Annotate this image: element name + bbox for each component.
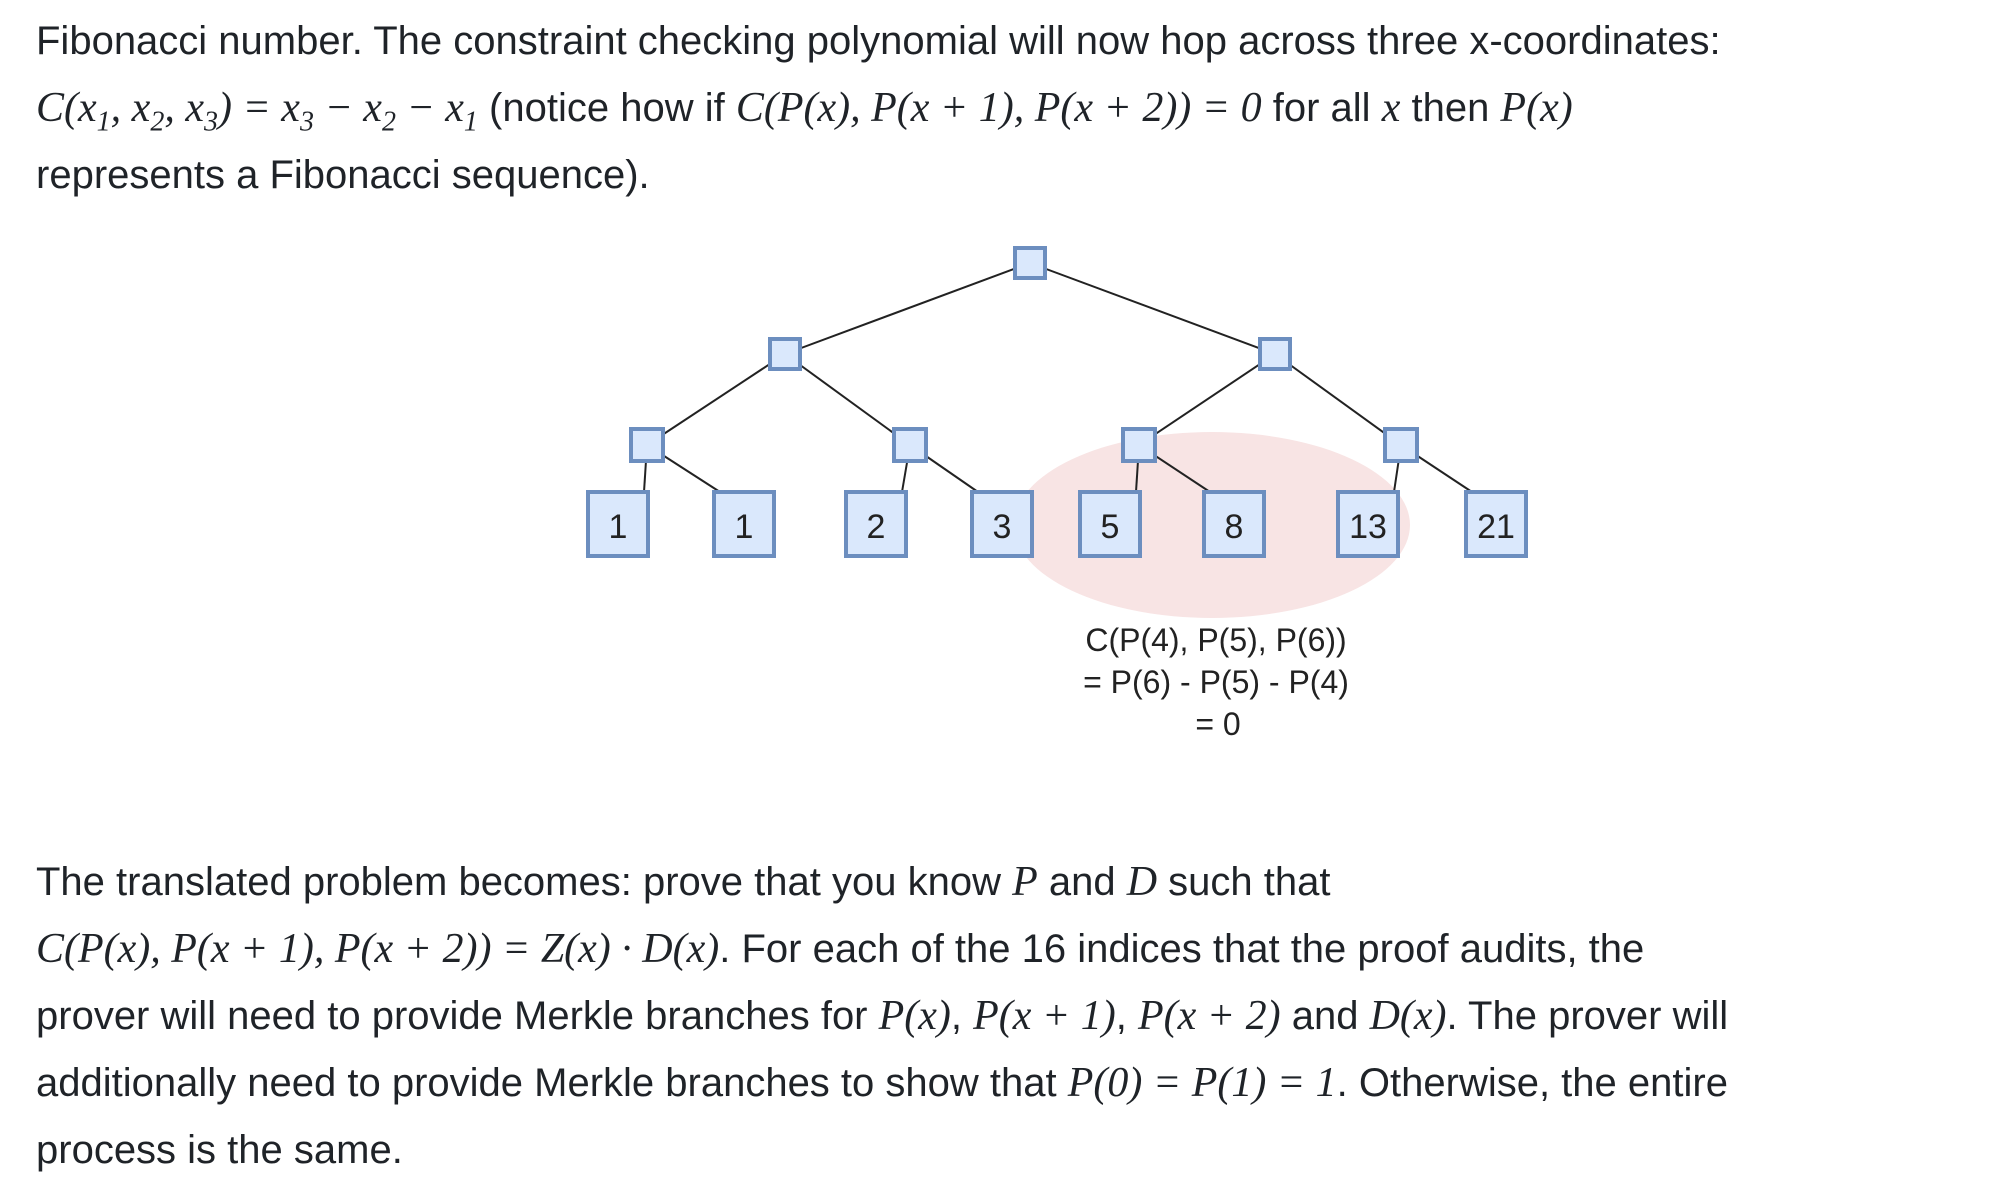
math-px: P(x) <box>878 993 951 1039</box>
branches-text: prover will need to provide Merkle branc… <box>36 994 879 1038</box>
then-text: then <box>1400 86 1501 130</box>
math-dx: D(x) <box>1369 993 1447 1039</box>
notice-text: (notice how if <box>477 86 736 130</box>
tree-edges <box>643 262 1473 493</box>
edge-root-right <box>1029 262 1276 355</box>
boundary-equation: P(0) = P(1) = 1 <box>1067 1060 1337 1106</box>
leaf-value-5: 8 <box>1225 508 1244 546</box>
caption-line-3: = 0 <box>1195 706 1240 742</box>
leaf-value-0: 1 <box>609 508 628 546</box>
caption-line-1: C(P(4), P(5), P(6)) <box>1085 622 1346 658</box>
math-px2: P(x + 2) <box>1138 993 1281 1039</box>
root-node <box>1013 246 1047 280</box>
leaf-box-5 <box>1202 490 1266 558</box>
leaf-box-0 <box>586 490 650 558</box>
leaf-box-4 <box>1078 490 1142 558</box>
edge-l2-1-left <box>1138 353 1276 446</box>
prove-text: The translated problem becomes: prove th… <box>36 860 1013 904</box>
level1-node-3 <box>1383 427 1419 463</box>
constraint-caption: C(P(4), P(5), P(6)) = P(6) - P(5) - P(4)… <box>1083 622 1349 742</box>
level2-node-0 <box>768 337 802 371</box>
level1-node-2 <box>1121 427 1157 463</box>
and-text: and <box>1037 860 1127 904</box>
math-px1: P(x + 1) <box>973 993 1116 1039</box>
edge-l2-0-right <box>784 353 911 446</box>
edge-l2-0-left <box>646 353 786 446</box>
process-text: process is the same. <box>36 1128 403 1172</box>
such-that-text: such that <box>1157 860 1331 904</box>
sequence-text: represents a Fibonacci sequence). <box>36 153 650 197</box>
polynomial-p: P(x) <box>1500 85 1573 131</box>
leaf-box-3 <box>970 490 1034 558</box>
level1-node-0 <box>629 427 665 463</box>
leaf-box-1 <box>712 490 776 558</box>
for-all-text: for all <box>1261 86 1382 130</box>
edge-l2-1-right <box>1274 353 1402 446</box>
merkle-tree-diagram: 1 1 2 3 5 8 13 21 C(P(4), P(5), P(6)) = P(6) - … <box>586 246 1528 742</box>
fib-condition-equation: C(P(x), P(x + 1), P(x + 2)) = 0 <box>735 85 1262 131</box>
and-text-2: and <box>1280 994 1370 1038</box>
constraint-equation: C(x1, x2, x3) = x3 − x2 − x1 <box>36 85 478 138</box>
tree-nodes <box>629 246 1419 463</box>
intro-sentence: Fibonacci number. The constraint checkin… <box>36 19 1721 63</box>
additionally-text: additionally need to provide Merkle bran… <box>36 1061 1068 1105</box>
intro-paragraph: Fibonacci number. The constraint checkin… <box>36 8 1996 209</box>
level1-node-1 <box>892 427 928 463</box>
tree-leaves: 1 1 2 3 5 8 13 21 <box>586 490 1528 558</box>
level2-node-1 <box>1258 337 1292 371</box>
prover-will-text: . The prover will <box>1446 994 1729 1038</box>
variable-x: x <box>1381 85 1401 131</box>
leaf-box-2 <box>844 490 908 558</box>
edge-root-left <box>784 262 1031 355</box>
math-d: D <box>1126 859 1158 905</box>
leaf-box-6 <box>1336 490 1400 558</box>
leaf-value-6: 13 <box>1349 508 1387 546</box>
leaf-value-2: 2 <box>867 508 886 546</box>
caption-line-2: = P(6) - P(5) - P(4) <box>1083 664 1349 700</box>
leaf-value-1: 1 <box>735 508 754 546</box>
math-p: P <box>1012 859 1038 905</box>
comma-2: , <box>1115 994 1138 1038</box>
leaf-value-3: 3 <box>993 508 1012 546</box>
comma-1: , <box>950 994 974 1038</box>
otherwise-text: . Otherwise, the entire <box>1336 1061 1728 1105</box>
leaf-box-7 <box>1464 490 1528 558</box>
indices-text: . For each of the 16 indices that the pr… <box>719 927 1645 971</box>
leaf-value-7: 21 <box>1477 508 1515 546</box>
translated-problem-paragraph: The translated problem becomes: prove th… <box>36 849 1996 1184</box>
translated-equation: C(P(x), P(x + 1), P(x + 2)) = Z(x) · D(x… <box>36 926 720 972</box>
leaf-value-4: 5 <box>1101 508 1120 546</box>
